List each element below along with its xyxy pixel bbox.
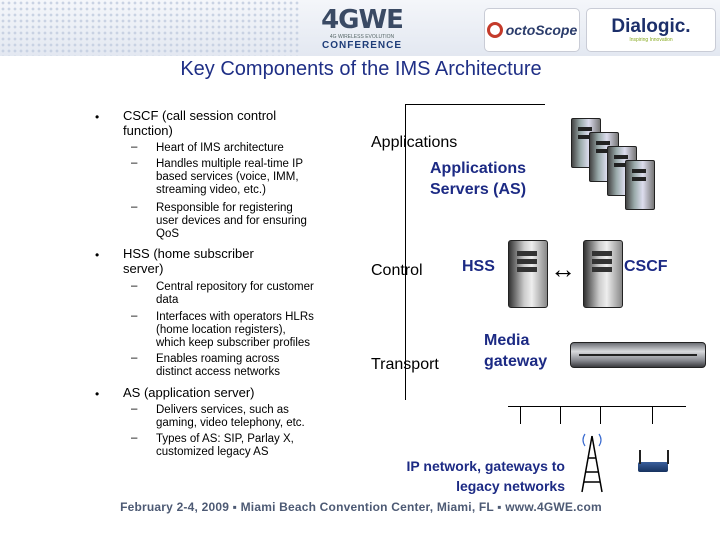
network-drop	[560, 406, 561, 424]
layer-applications-label: Applications	[371, 134, 458, 151]
bullet-cscf: CSCF (call session control function)	[123, 108, 277, 138]
diagram-top-line	[405, 104, 545, 105]
header-dot-pattern	[0, 0, 300, 56]
dash: –	[131, 432, 138, 444]
bullet-as: AS (application server)	[123, 385, 255, 400]
layer-transport-label: Transport	[371, 356, 439, 373]
diagram-divider	[405, 104, 406, 400]
sub-item: Types of AS: SIP, Parlay X, customized l…	[156, 433, 294, 458]
dash: –	[131, 201, 138, 213]
hss-label: HSS	[462, 258, 495, 275]
cscf-label: CSCF	[624, 258, 668, 275]
sub-item: Interfaces with operators HLRs (home loc…	[156, 311, 314, 349]
sub-item: Delivers services, such as gaming, video…	[156, 404, 305, 429]
cscf-server-icon	[583, 240, 623, 308]
dash: –	[131, 157, 138, 169]
slide-header: 4GWE 4G WIRELESS EVOLUTION CONFERENCE oc…	[0, 0, 720, 56]
sub-item: Responsible for registering user devices…	[156, 202, 307, 240]
dialogic-logo: Dialogic. Inspiring Innovation	[586, 8, 716, 52]
octoscope-logo: octoScope	[484, 8, 580, 52]
bullet-hss: HSS (home subscriber server)	[123, 246, 254, 276]
network-bus-line	[508, 406, 686, 407]
app-server-icon	[625, 160, 655, 210]
dash: –	[131, 403, 138, 415]
dash: –	[131, 310, 138, 322]
bullet-dot: •	[95, 110, 100, 124]
hss-server-icon	[508, 240, 548, 308]
slide-title: Key Components of the IMS Architecture	[180, 58, 542, 80]
4gwe-logo: 4GWE 4G WIRELESS EVOLUTION CONFERENCE	[321, 5, 404, 51]
dash: –	[131, 141, 138, 153]
slide-footer: February 2-4, 2009 ▪ Miami Beach Convent…	[120, 500, 602, 514]
layer-control-label: Control	[371, 262, 423, 279]
network-drop	[652, 406, 653, 424]
bullet-dot: •	[95, 248, 100, 262]
dash: –	[131, 280, 138, 292]
router-antenna-icon	[639, 450, 669, 464]
ip-network-label: IP network, gateways to legacy networks	[406, 458, 565, 494]
sub-item: Central repository for customer data	[156, 281, 314, 306]
sub-item: Enables roaming across distinct access n…	[156, 353, 280, 378]
double-arrow-icon: ↔	[550, 254, 576, 284]
cell-tower-icon	[581, 433, 603, 493]
network-drop	[600, 406, 601, 424]
network-drop	[520, 406, 521, 424]
media-gateway-icon	[570, 342, 706, 368]
sub-item: Heart of IMS architecture	[156, 142, 284, 154]
octoscope-ring-icon	[486, 22, 503, 38]
sub-item: Handles multiple real-time IP based serv…	[156, 158, 304, 196]
media-gateway-label: Media gateway	[484, 332, 548, 370]
dash: –	[131, 352, 138, 364]
app-servers-label: Applications Servers (AS)	[430, 160, 527, 198]
wireless-router-icon	[638, 462, 668, 472]
bullet-dot: •	[95, 387, 100, 401]
